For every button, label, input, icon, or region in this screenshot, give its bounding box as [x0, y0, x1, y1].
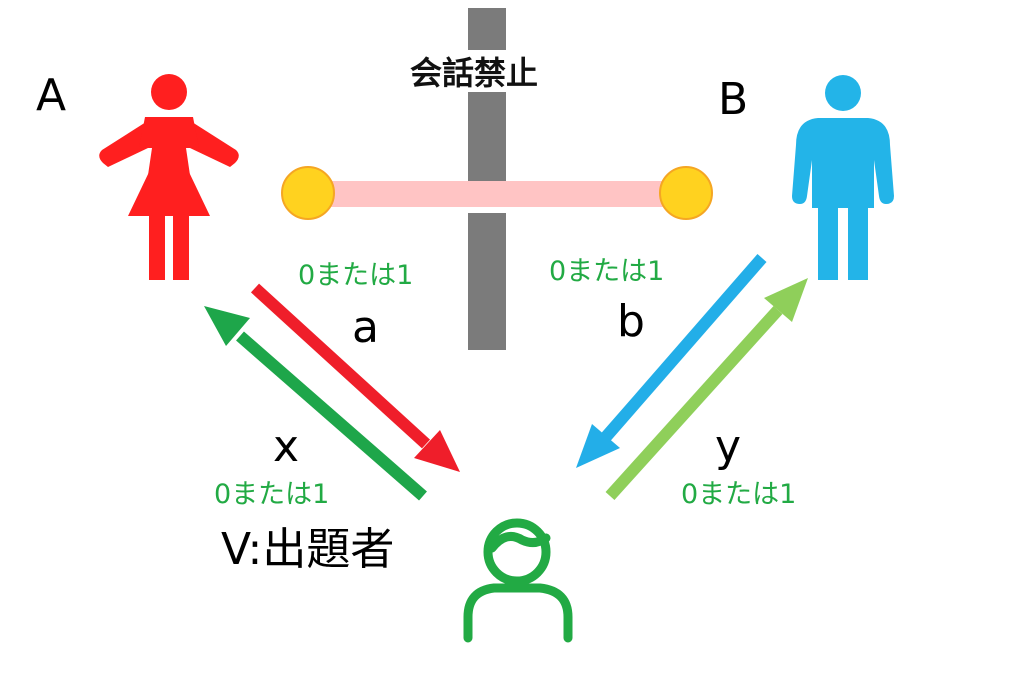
arrow-y-label: y	[715, 421, 742, 472]
arrow-x	[204, 306, 427, 501]
value-a-label: 0または1	[298, 260, 414, 291]
value-y-label: 0または1	[681, 479, 797, 510]
arrow-b	[576, 254, 767, 468]
separator-wall-top	[468, 8, 506, 50]
man-icon	[792, 75, 894, 280]
no-talking-label: 会話禁止	[408, 54, 541, 92]
woman-icon	[99, 74, 239, 280]
arrow-x-label: x	[273, 421, 300, 472]
person-b-label: B	[718, 74, 749, 125]
arrow-a-label: a	[352, 302, 379, 353]
link-knob-left	[281, 166, 335, 220]
value-x-label: 0または1	[214, 479, 330, 510]
arrow-a	[250, 283, 460, 472]
value-b-label: 0または1	[549, 256, 665, 287]
questioner-label: V:出題者	[221, 524, 395, 575]
person-a-label: A	[36, 70, 67, 121]
shared-link-bar	[322, 181, 666, 207]
arrow-b-label: b	[617, 296, 645, 347]
arrow-y	[605, 278, 808, 501]
link-knob-right	[659, 166, 713, 220]
separator-wall-bottom	[468, 213, 506, 350]
user-icon	[463, 518, 573, 643]
separator-wall-middle	[468, 92, 506, 184]
